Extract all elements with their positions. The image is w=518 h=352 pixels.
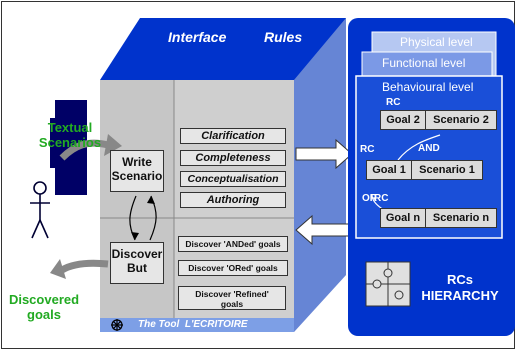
cube-top-face [100, 18, 346, 80]
and-label: AND [418, 143, 440, 154]
goal-n-box: Goal n [380, 208, 426, 228]
discover-refined: Discover 'Refined' goals [178, 286, 286, 310]
arrow-left [295, 214, 353, 246]
cube-right-face [294, 18, 346, 332]
goal-1-box: Goal 1 [366, 160, 412, 180]
rc-label-mid: RC [360, 144, 375, 155]
discover-anded: Discover 'ANDed' goals [178, 236, 288, 252]
person-figure [30, 181, 50, 239]
wheel-icon [111, 319, 123, 331]
rule-conceptualisation: Conceptualisation [180, 171, 286, 187]
scenario-2-box: Scenario 2 [425, 110, 497, 130]
puzzle-icon [365, 261, 411, 307]
physical-level-label: Physical level [400, 35, 473, 49]
behavioural-level-label: Behavioural level [382, 80, 474, 94]
write-scenario-box: Write Scenario [110, 150, 164, 192]
header-interface: Interface [168, 29, 227, 45]
rule-completeness: Completeness [180, 150, 286, 166]
rule-clarification: Clarification [180, 128, 286, 144]
or-label: OR [362, 193, 377, 204]
discovered-goals-label: Discovered goals [8, 292, 80, 322]
rule-authoring: Authoring [180, 192, 286, 208]
functional-level-label: Functional level [382, 56, 466, 70]
arrow-right [295, 138, 353, 170]
goal-2-box: Goal 2 [380, 110, 426, 130]
textual-scenarios-label: Textual Scenarios [38, 120, 102, 150]
header-rules: Rules [264, 29, 303, 45]
rc-label-top: RC [386, 97, 401, 108]
scenario-1-box: Scenario 1 [411, 160, 483, 180]
discover-ored: Discover 'ORed' goals [178, 260, 288, 276]
curved-arrow-bottom [60, 259, 109, 274]
tool-strip [100, 318, 294, 332]
discover-but-box: Discover But [110, 242, 164, 284]
rcs-hierarchy-label: RCs HIERARCHY [421, 272, 499, 303]
curved-arrow-top [59, 139, 109, 161]
rc-label-bottom: RC [374, 193, 389, 204]
tool-label: The Tool L'ECRITOIRE [138, 319, 248, 330]
scenario-n-box: Scenario n [425, 208, 497, 228]
